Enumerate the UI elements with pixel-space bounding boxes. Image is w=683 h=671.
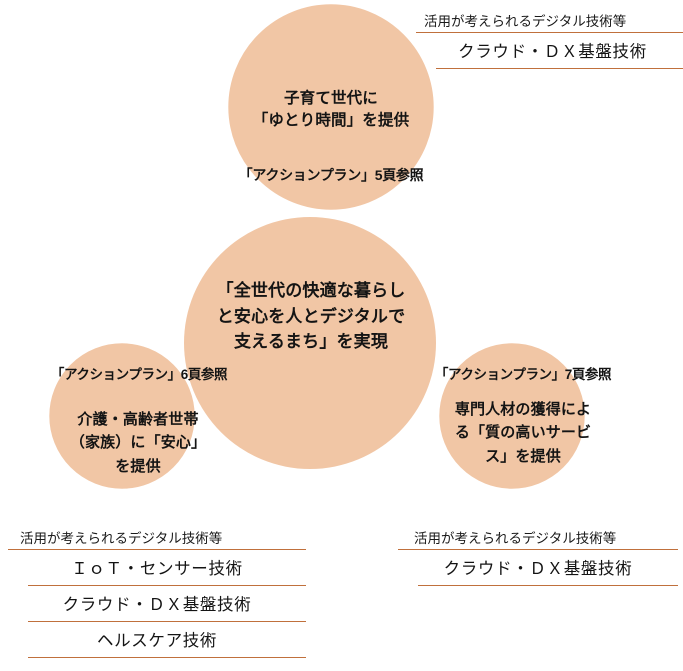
tech-panel-caption: 活用が考えられるデジタル技術等: [20, 531, 223, 546]
tech-rule: [28, 621, 306, 622]
label-line: 介護・高齢者世帯: [77, 411, 199, 428]
label-line: を提供: [115, 457, 161, 475]
tech-rule: [28, 657, 306, 658]
tech-item: ヘルスケア技術: [96, 632, 218, 650]
childcare-generation-reference: 「アクションプラン」5頁参照: [238, 167, 424, 183]
tech-item: クラウド・ＤＸ基盤技術: [458, 43, 647, 61]
tech-panel-top-right: 活用が考えられるデジタル技術等 クラウド・ＤＸ基盤技術: [416, 10, 683, 69]
tech-panel-bottom-right: 活用が考えられるデジタル技術等 クラウド・ＤＸ基盤技術: [398, 527, 678, 586]
tech-panel-bottom-left: 活用が考えられるデジタル技術等 ＩｏＴ・センサー技術 クラウド・ＤＸ基盤技術 ヘ…: [8, 527, 306, 658]
vision-line: 「全世代の快適な暮らし: [216, 281, 406, 300]
elderly-care-reference: 「アクションプラン」6頁参照: [50, 367, 228, 382]
circle-center-fill: [184, 217, 436, 469]
circle-top-fill: [227, 3, 435, 211]
label-line: 「ゆとり時間」を提供: [252, 112, 410, 130]
tech-rule: [8, 549, 306, 550]
circle-top-stroke: [225, 1, 437, 213]
label-line: 子育て世代に: [284, 90, 378, 107]
label-line: （家族）に「安心」: [69, 434, 207, 452]
vision-statement: 「全世代の快適な暮らし と安心を人とデジタルで 支えるまち」を実現: [180, 278, 442, 355]
label-line: 専門人材の獲得によ: [454, 401, 592, 418]
tech-rule: [418, 585, 678, 586]
circle-right-stroke: [436, 340, 588, 492]
label-line: ス」を提供: [485, 447, 561, 465]
specialist-human-resources-label: 専門人材の獲得によ る「質の高いサービ ス」を提供: [432, 398, 614, 468]
vision-line: と安心を人とデジタルで: [216, 306, 406, 326]
label-line: る「質の高いサービ: [454, 424, 592, 442]
circle-right-fill: [438, 342, 586, 490]
childcare-generation-label: 子育て世代に 「ゆとり時間」を提供: [206, 88, 456, 133]
tech-rule: [28, 585, 306, 586]
tech-item: ＩｏＴ・センサー技術: [71, 560, 243, 578]
tech-rule: [416, 32, 683, 33]
circle-left-stroke: [46, 340, 198, 492]
specialist-human-resources-reference: 「アクションプラン」7頁参照: [434, 367, 612, 382]
tech-item: クラウド・ＤＸ基盤技術: [443, 560, 633, 578]
tech-panel-caption: 活用が考えられるデジタル技術等: [414, 531, 617, 546]
tech-rule: [398, 549, 678, 550]
circle-left-fill: [48, 342, 196, 490]
vision-line: 支えるまち」を実現: [233, 332, 389, 351]
tech-panel-caption: 活用が考えられるデジタル技術等: [424, 14, 627, 29]
tech-item: クラウド・ＤＸ基盤技術: [62, 596, 252, 614]
tech-rule: [436, 68, 683, 69]
elderly-care-label: 介護・高齢者世帯 （家族）に「安心」 を提供: [40, 408, 236, 478]
